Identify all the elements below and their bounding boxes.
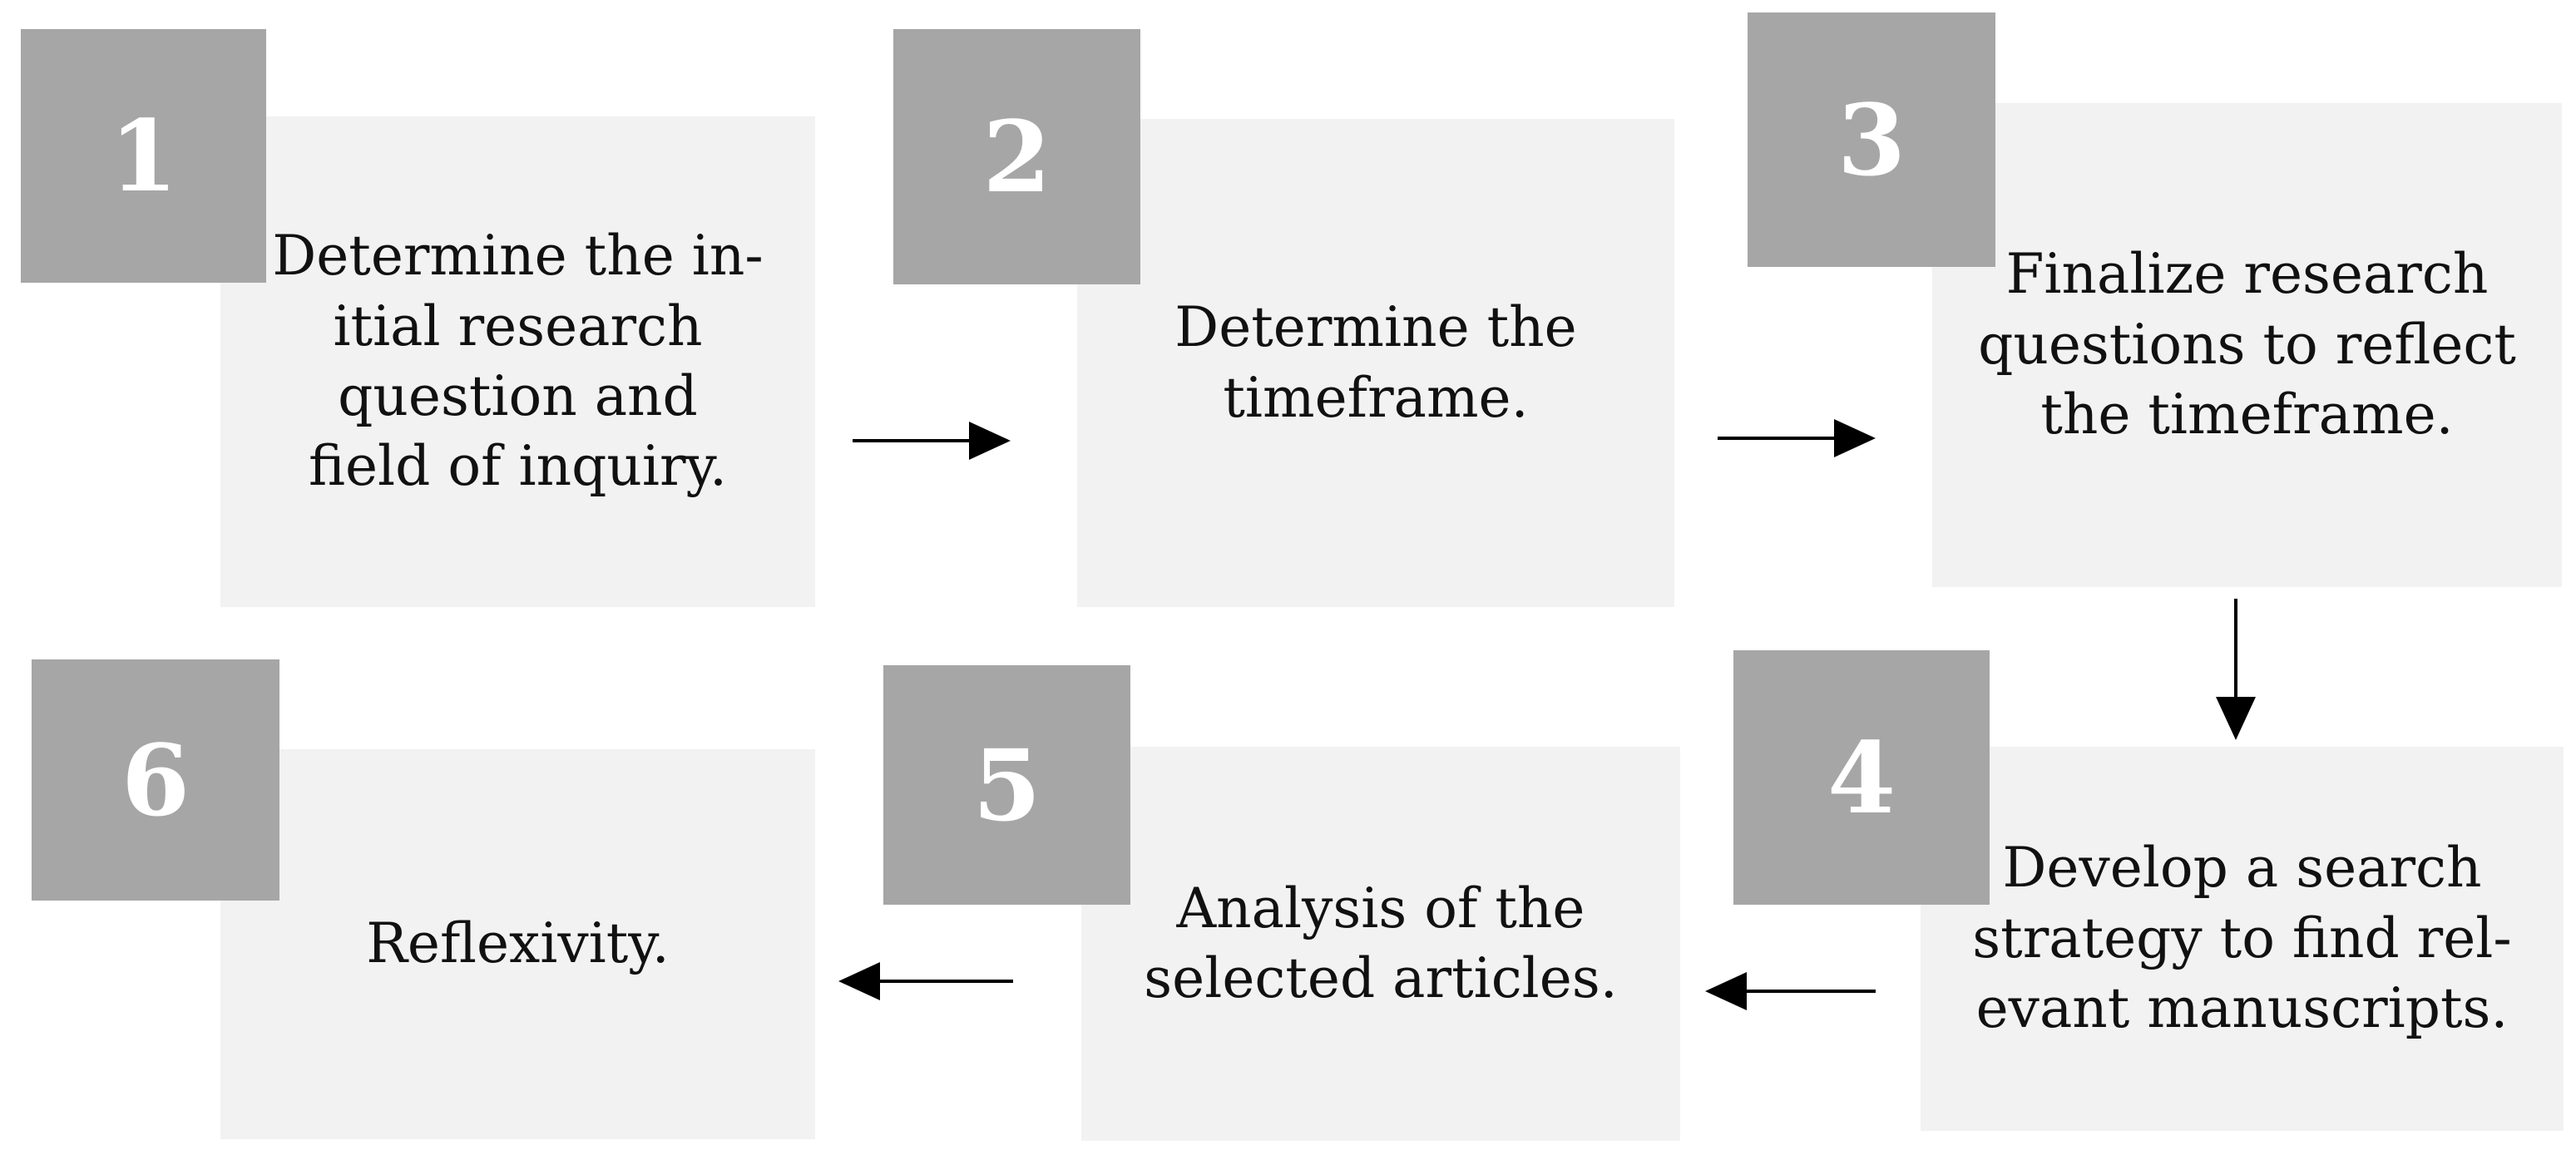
arrow-right-icon [853,422,1011,460]
step-3-box: Finalize research questions to reflect t… [1932,103,2562,587]
arrow-down-icon [2216,599,2256,740]
step-4-number-badge: 4 [1733,650,1990,905]
step-3-text: Finalize research questions to reflect t… [1978,242,2516,447]
step-6-number: 6 [121,722,190,838]
step-2-box: Determine the timeframe. [1077,119,1674,607]
step-4-number: 4 [1827,719,1896,836]
step-5-text: Analysis of the selected articles. [1144,876,1618,1010]
step-1-text: Determine the in- itial research questio… [272,224,764,499]
step-4-box: Develop a search strategy to find rel- e… [1921,747,2564,1131]
arrow-left-icon [1705,972,1876,1010]
step-2-text: Determine the timeframe. [1174,295,1577,430]
step-5-box: Analysis of the selected articles. [1081,747,1680,1141]
step-1-number-badge: 1 [21,29,266,283]
step-3-number-badge: 3 [1748,12,1995,267]
step-1-box: Determine the in- itial research questio… [220,116,815,607]
step-1-number: 1 [109,98,178,214]
step-4-text: Develop a search strategy to find rel- e… [1972,836,2512,1041]
step-5-number-badge: 5 [883,665,1130,905]
arrow-left-icon [838,962,1013,1000]
arrow-right-icon [1718,419,1876,457]
step-2-number: 2 [982,99,1051,215]
step-5-number: 5 [972,727,1041,843]
step-6-number-badge: 6 [32,659,279,901]
step-3-number: 3 [1837,81,1906,198]
step-6-text: Reflexivity. [366,911,670,976]
step-6-box: Reflexivity. [220,749,815,1139]
step-2-number-badge: 2 [893,29,1140,284]
